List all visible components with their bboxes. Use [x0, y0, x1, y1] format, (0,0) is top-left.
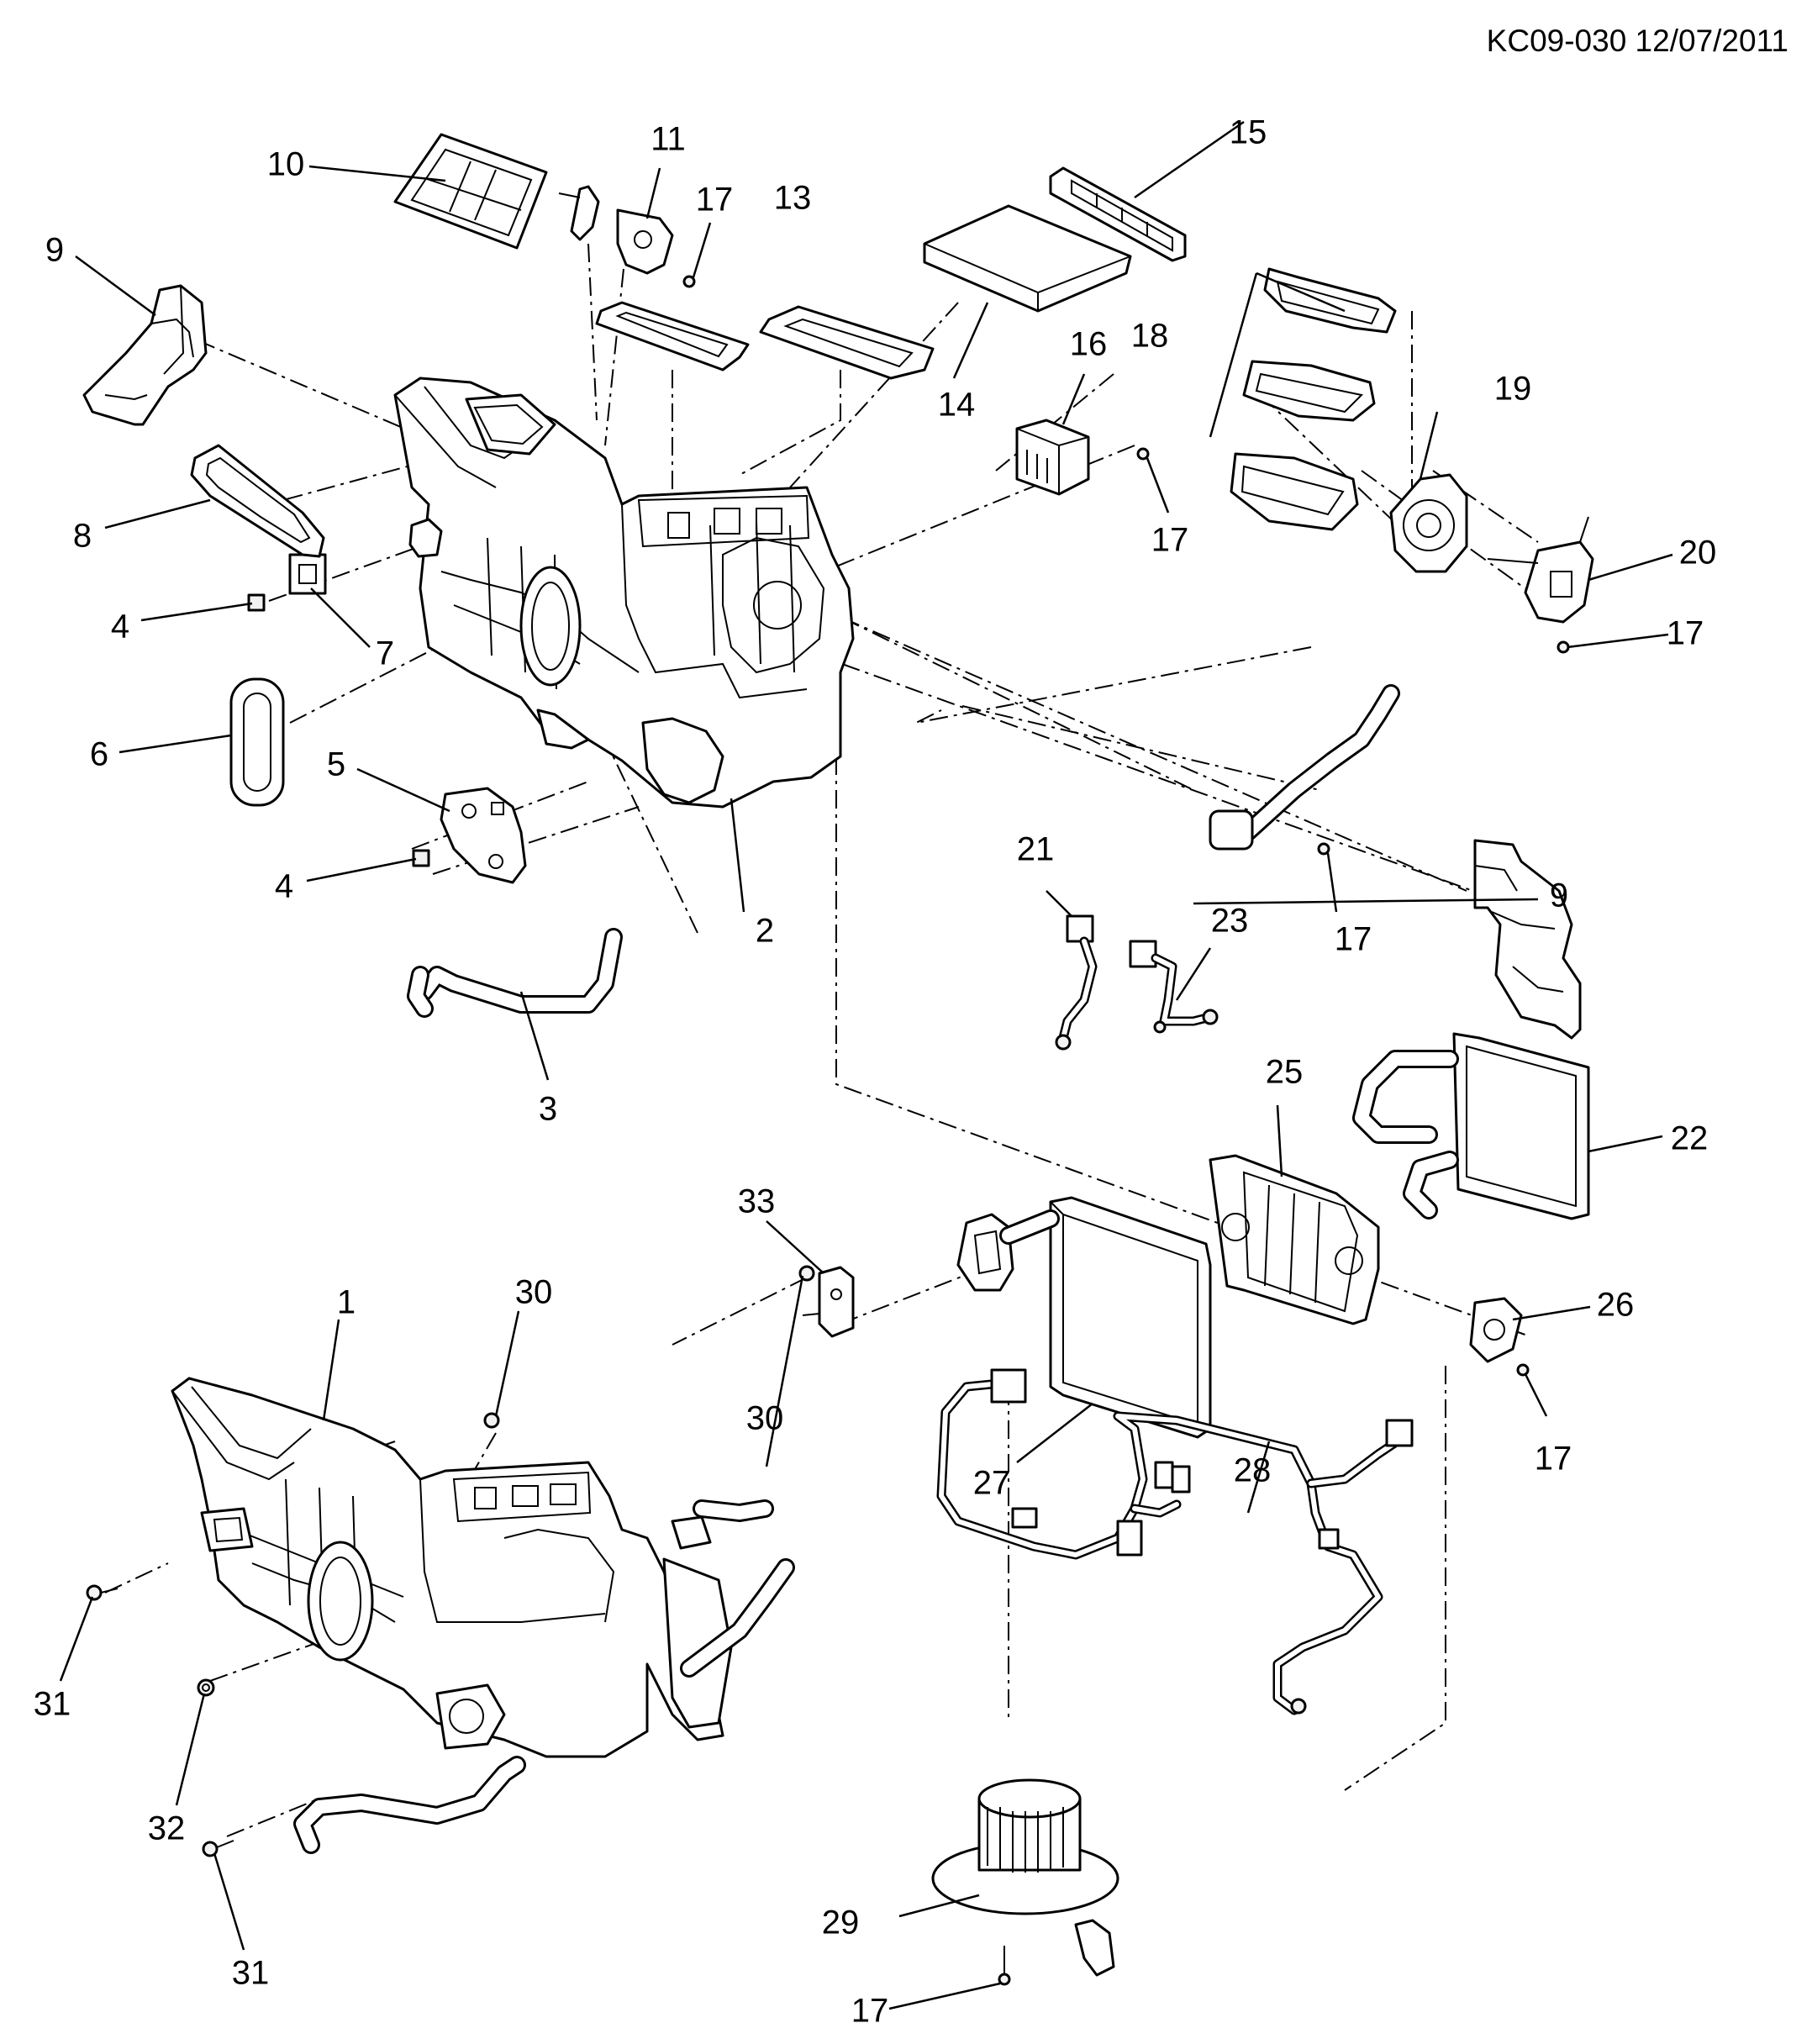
callout-21: 21 — [1017, 831, 1055, 868]
part-23-sensor-harness — [1129, 940, 1219, 1034]
callout-27: 27 — [973, 1465, 1011, 1502]
callout-7: 7 — [376, 635, 394, 672]
part-18-mode-door-set — [1209, 267, 1397, 531]
callout-16: 16 — [1070, 326, 1108, 363]
callout-2: 2 — [756, 913, 774, 950]
callout-26: 26 — [1597, 1287, 1635, 1324]
callout-28: 28 — [1234, 1452, 1272, 1489]
part-2-hvac-case — [393, 377, 855, 809]
part-25-blend-door — [1209, 1154, 1380, 1325]
callout-17f: 17 — [851, 1993, 889, 2030]
callout-11: 11 — [651, 121, 686, 158]
part-17-screw — [682, 275, 1570, 1986]
callout-9b: 9 — [1550, 877, 1568, 914]
callout-3: 3 — [539, 1091, 557, 1128]
part-10-filter-door — [393, 133, 548, 250]
callout-17b: 17 — [1151, 522, 1189, 559]
callout-4b: 4 — [275, 868, 293, 905]
callout-9a: 9 — [45, 232, 64, 269]
part-21-sensor-harness — [1055, 914, 1098, 1051]
callout-20: 20 — [1679, 535, 1717, 572]
part-1-drain-hose — [293, 1756, 526, 1854]
part-31-bolt — [86, 1584, 234, 1857]
part-7-square-seal — [288, 553, 327, 595]
part-11-actuator — [558, 185, 674, 275]
part-28-wiring-harness — [936, 1368, 1414, 1715]
part-4-clip-nut — [247, 593, 430, 867]
callout-17d: 17 — [1335, 921, 1372, 958]
callout-10: 10 — [267, 146, 305, 183]
part-29-blower-motor — [931, 1778, 1119, 1977]
callout-18: 18 — [1131, 318, 1169, 355]
document-id: KC09-030 12/07/2011 — [1486, 24, 1788, 58]
part-14-cabin-filter — [923, 204, 1132, 313]
part-13-gasket-pair — [595, 301, 935, 380]
part-8-gasket — [190, 444, 325, 558]
part-15-filter-cover — [1049, 166, 1187, 262]
part-6-oval-seal — [229, 677, 285, 807]
callout-30b: 30 — [746, 1400, 784, 1437]
callout-17e: 17 — [1535, 1441, 1572, 1478]
part-16-resistor — [1015, 419, 1090, 496]
callout-31a: 31 — [34, 1686, 71, 1723]
callout-6: 6 — [90, 736, 108, 773]
callout-4a: 4 — [111, 608, 129, 645]
callout-14: 14 — [938, 387, 976, 424]
heater-pipe — [1209, 684, 1400, 851]
callout-19: 19 — [1494, 371, 1532, 408]
part-20-linkage — [1487, 516, 1594, 624]
callout-15: 15 — [1230, 114, 1267, 151]
part-19-mode-actuator — [1389, 473, 1468, 573]
part-30-screw — [483, 1265, 815, 1429]
part-26-actuator — [1469, 1297, 1523, 1363]
part-5-bracket — [440, 787, 527, 884]
callout-labels: 1 2 3 4 4 5 6 7 8 9 9 10 11 13 14 15 16 … — [34, 114, 1717, 2030]
part-33-expansion-valve — [802, 1266, 855, 1338]
callout-5: 5 — [327, 746, 345, 783]
callout-23: 23 — [1211, 903, 1249, 940]
callout-25: 25 — [1266, 1054, 1304, 1091]
part-3-drain-hose — [407, 928, 623, 1018]
callout-32: 32 — [148, 1810, 186, 1847]
part-9-air-duct-left — [82, 284, 208, 426]
callout-17c: 17 — [1667, 615, 1704, 652]
callout-17a: 17 — [696, 182, 734, 219]
callout-13: 13 — [774, 180, 812, 217]
leader-lines — [59, 120, 1673, 2010]
callout-33: 33 — [738, 1183, 776, 1220]
callout-31b: 31 — [232, 1955, 270, 1992]
part-32-nut — [197, 1678, 215, 1697]
callout-22: 22 — [1671, 1120, 1709, 1157]
part-9-air-duct-right — [1473, 839, 1582, 1040]
part-22-heater-core — [1352, 1032, 1590, 1220]
callout-29: 29 — [822, 1904, 860, 1941]
callout-8: 8 — [73, 518, 92, 555]
callout-30a: 30 — [515, 1274, 553, 1311]
part-1-hvac-module-assembly — [171, 1377, 795, 1758]
callout-1: 1 — [337, 1284, 356, 1321]
